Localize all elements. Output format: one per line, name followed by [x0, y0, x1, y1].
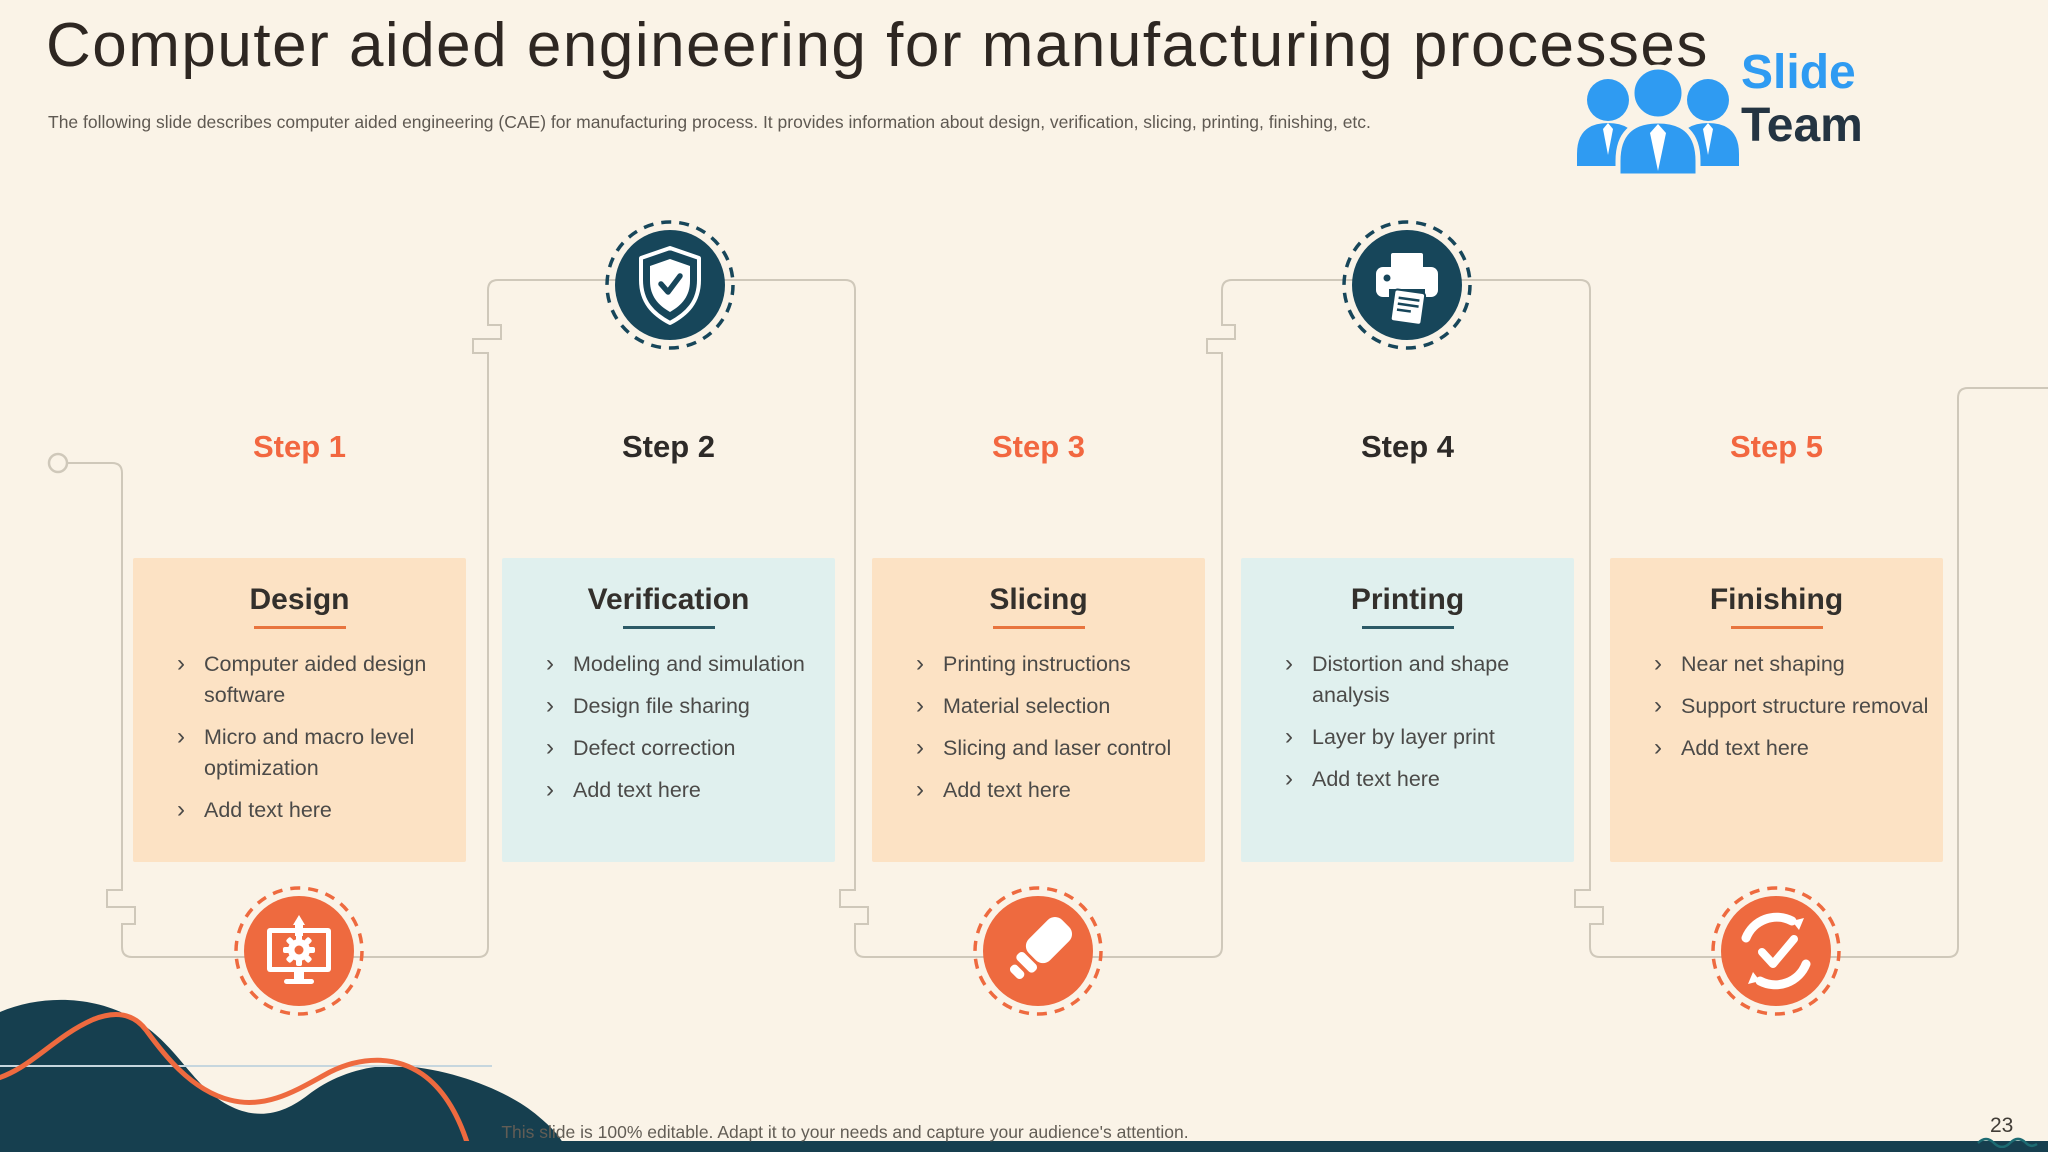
bottom-bar [0, 1141, 2048, 1152]
team-people-icon [1577, 64, 1739, 179]
chevron-bullet-icon: › [916, 692, 924, 719]
chevron-bullet-icon: › [177, 650, 185, 677]
shield-check-icon [605, 220, 735, 350]
list-item: ›Printing instructions [916, 650, 1131, 677]
step-card-printing: Printing ›Distortion and shape analysis … [1241, 558, 1574, 862]
step-card-slicing: Slicing ›Printing instructions ›Material… [872, 558, 1205, 862]
bullet-list: ›Printing instructions ›Material selecti… [872, 649, 1205, 806]
page-subtitle: The following slide describes computer a… [48, 112, 1371, 132]
check-refresh-icon [1711, 886, 1841, 1016]
list-item: ›Design file sharing [546, 692, 750, 719]
step-card-finishing: Finishing ›Near net shaping ›Support str… [1610, 558, 1943, 862]
card-title: Slicing [989, 583, 1088, 616]
bullet-list: ›Modeling and simulation ›Design file sh… [502, 649, 835, 806]
list-item: ›Distortion and shape analysis [1285, 650, 1510, 707]
card-title: Design [249, 583, 350, 616]
list-item: ›Add text here [916, 776, 1071, 803]
list-item: ›Add text here [1285, 765, 1440, 792]
chevron-bullet-icon: › [916, 734, 924, 761]
step-column-verification: Step 2 Verification ›Modeling and simula… [502, 428, 835, 862]
chevron-bullet-icon: › [1654, 650, 1662, 677]
chevron-bullet-icon: › [546, 776, 554, 803]
bullet-list: ›Computer aided design software ›Micro a… [133, 649, 466, 826]
step-card-design: Design ›Computer aided design software ›… [133, 558, 466, 862]
logo-word-team: Team [1741, 99, 1863, 152]
list-item: ›Slicing and laser control [916, 734, 1172, 761]
list-item: ›Micro and macro level optimization [177, 723, 415, 780]
step-column-design: Step 1 Design ›Computer aided design sof… [133, 428, 466, 862]
footer-note: This slide is 100% editable. Adapt it to… [501, 1122, 1189, 1142]
monitor-gear-design-icon [234, 886, 364, 1016]
step-column-finishing: Step 5 Finishing ›Near net shaping ›Supp… [1610, 428, 1943, 862]
step-label: Step 2 [621, 429, 716, 464]
list-item: ›Computer aided design software [177, 650, 427, 707]
chevron-bullet-icon: › [916, 650, 924, 677]
chevron-bullet-icon: › [546, 692, 554, 719]
list-item: ›Near net shaping [1654, 650, 1845, 677]
list-item: ›Add text here [1654, 734, 1809, 761]
slideteam-logo: Slide Team [1563, 44, 1893, 196]
list-item: ›Add text here [546, 776, 701, 803]
chevron-bullet-icon: › [1285, 723, 1293, 750]
chevron-bullet-icon: › [177, 796, 185, 823]
wave-underline-icon [1977, 1137, 2038, 1148]
chevron-bullet-icon: › [1654, 734, 1662, 761]
page-number: 23 [1990, 1114, 2014, 1137]
step-card-verification: Verification ›Modeling and simulation ›D… [502, 558, 835, 862]
chevron-bullet-icon: › [1285, 765, 1293, 792]
chevron-bullet-icon: › [916, 776, 924, 803]
step-label: Step 5 [1729, 429, 1824, 464]
title-underline [1730, 626, 1823, 629]
page-title: Computer aided engineering for manufactu… [46, 11, 1709, 80]
title-underline [1361, 626, 1454, 629]
eraser-icon [973, 886, 1103, 1016]
step-label: Step 3 [991, 429, 1086, 464]
chevron-bullet-icon: › [177, 723, 185, 750]
title-underline [253, 626, 346, 629]
title-underline [622, 626, 715, 629]
title-underline [992, 626, 1085, 629]
printer-icon [1342, 220, 1472, 350]
list-item: ›Layer by layer print [1285, 723, 1495, 750]
chevron-bullet-icon: › [1654, 692, 1662, 719]
step-label: Step 4 [1360, 429, 1455, 464]
list-item: ›Defect correction [546, 734, 736, 761]
list-item: ›Modeling and simulation [546, 650, 805, 677]
list-item: ›Material selection [916, 692, 1111, 719]
bullet-list: ›Distortion and shape analysis ›Layer by… [1241, 649, 1574, 795]
step-column-slicing: Step 3 Slicing ›Printing instructions ›M… [872, 428, 1205, 862]
list-item: ›Add text here [177, 796, 332, 823]
card-title: Finishing [1709, 583, 1844, 616]
chevron-bullet-icon: › [546, 734, 554, 761]
step-column-printing: Step 4 Printing ›Distortion and shape an… [1241, 428, 1574, 862]
card-title: Printing [1350, 583, 1465, 616]
connector-start-ring [47, 452, 69, 474]
card-title: Verification [587, 583, 750, 616]
list-item: ›Support structure removal [1654, 692, 1929, 719]
bullet-list: ›Near net shaping ›Support structure rem… [1610, 649, 1943, 764]
chevron-bullet-icon: › [1285, 650, 1293, 677]
logo-word-slide: Slide [1741, 46, 1856, 99]
step-label: Step 1 [252, 429, 347, 464]
chevron-bullet-icon: › [546, 650, 554, 677]
